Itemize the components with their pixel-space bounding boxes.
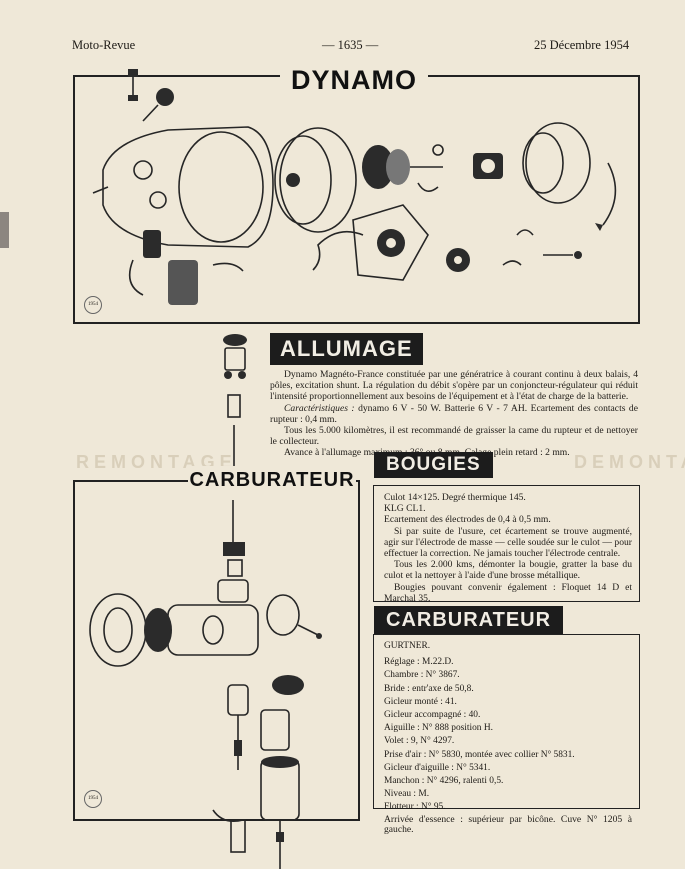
carburateur-figure-title: CARBURATEUR: [188, 466, 356, 494]
bolt-icon: [128, 69, 138, 101]
magazine-name: Moto-Revue: [72, 38, 136, 52]
bougies-frame: [373, 485, 640, 602]
carburateur-exploded-drawing: [89, 500, 322, 869]
allumage-p2-value: dynamo 6 V - 50 W. Batterie 6 V - 7 AH. …: [270, 402, 638, 425]
allumage-p1: Dynamo Magnéto-France constituée par une…: [270, 369, 638, 403]
spec-gicleur-aiguille: Gicleur d'aiguille : N° 5341.: [384, 762, 491, 773]
dynamo-exploded-drawing: [92, 69, 617, 305]
allumage-banner: ALLUMAGE: [270, 333, 423, 365]
page-edge-tab: [0, 212, 9, 248]
dynamo-housing: [92, 126, 274, 248]
spec-flotteur: Flotteur : N° 95.: [384, 802, 446, 813]
allumage-text: Dynamo Magnéto-France constituée par une…: [270, 369, 638, 459]
bougies-l2: KLG CL1.: [384, 503, 426, 515]
spec-volet: Volet : 9, N° 4297.: [384, 736, 455, 747]
spec-arrivee: Arrivée d'essence : supérieur par bicône…: [384, 813, 632, 836]
jet-parts: [212, 809, 246, 853]
spec-prise-air: Prise d'air : N° 5830, montée avec colli…: [384, 749, 575, 760]
allumage-p2: Caractéristiques : dynamo 6 V - 50 W. Ba…: [270, 403, 638, 425]
armature: [362, 144, 444, 189]
condenser-coil: [128, 230, 244, 305]
bougies-banner: BOUGIES: [374, 452, 493, 478]
spec-reglage: Réglage : M.22.D.: [384, 657, 454, 668]
bougies-p1: Si par suite de l'usure, cet écartement …: [384, 525, 632, 560]
stator-plate: [312, 204, 429, 281]
allumage-p2-label: Caractéristiques :: [284, 402, 355, 414]
watermark-right: DEMONTA: [574, 452, 685, 472]
spec-niveau: Niveau : M.: [384, 789, 430, 800]
brush-holder: [417, 153, 503, 192]
bougies-p3: Bougies pouvant convenir également : Flo…: [384, 581, 632, 604]
spec-gicleur-monte: Gicleur monté : 41.: [384, 696, 457, 707]
carburateur-frame: [373, 634, 640, 809]
carburateur-banner: CARBURATEUR: [374, 606, 564, 634]
spec-gicleur-accompagne: Gicleur accompagné : 40.: [384, 710, 481, 721]
float-chamber: [260, 675, 304, 869]
stamp-top: 1954: [84, 296, 102, 314]
needle-jet: [227, 684, 249, 770]
carburateur-specs: GURTNER. Réglage : M.22.D. Chambre : N° …: [384, 640, 632, 836]
bougies-text: Culot 14×125. Degré thermique 145. KLG C…: [384, 492, 632, 604]
cam-parts: [446, 229, 582, 272]
stamp-bottom: 1954: [84, 790, 102, 808]
allumage-p3: Tous les 5.000 kilomètres, il est recomm…: [270, 425, 638, 448]
dynamo-title: DYNAMO: [280, 64, 428, 96]
issue-date: 25 Décembre 1954: [534, 38, 630, 52]
key-icon: [142, 88, 174, 122]
carburateur-body: [89, 593, 322, 667]
spec-bride: Bride : entr'axe de 50,8.: [384, 683, 474, 694]
allumage-parts-drawing: [223, 334, 247, 470]
bougies-p2: Tous les 2.000 kms, démonter la bougie, …: [384, 559, 632, 582]
rotor-disk: [274, 127, 357, 233]
spec-manchon: Manchon : N° 4296, ralenti 0,5.: [384, 776, 504, 787]
bougies-l1: Culot 14×125. Degré thermique 145.: [384, 492, 526, 503]
end-bell: [522, 122, 617, 231]
spec-chambre: Chambre : N° 3867.: [384, 670, 460, 681]
bougies-l3: Ecartement des électrodes de 0,4 à 0,5 m…: [384, 514, 551, 526]
page-number: — 1635 —: [322, 38, 379, 52]
spec-aiguille: Aiguille : N° 888 position H.: [384, 723, 493, 734]
carburateur-brand: GURTNER.: [384, 641, 431, 651]
